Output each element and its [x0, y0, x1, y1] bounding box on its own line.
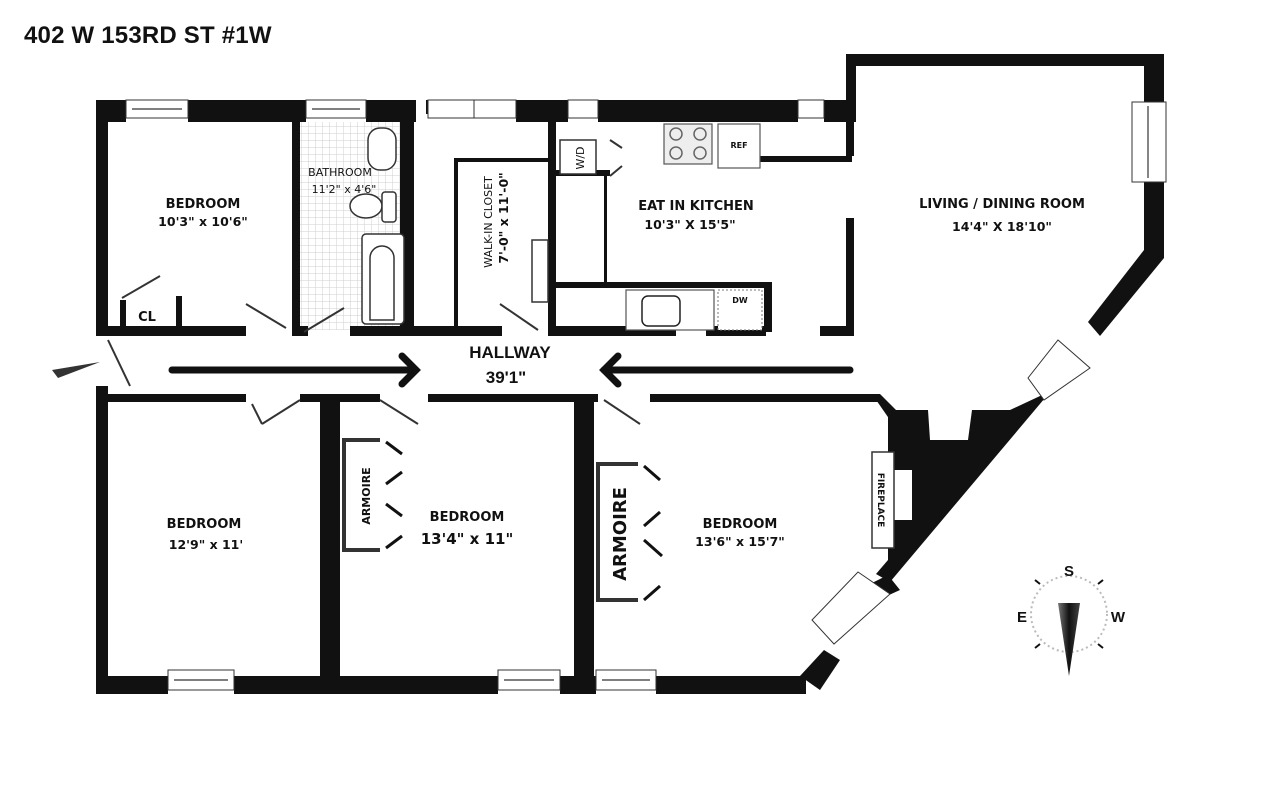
- compass-east: E: [1017, 609, 1027, 626]
- compass-west: W: [1111, 609, 1126, 626]
- bathroom-dims: 11'2" x 4'6": [312, 183, 377, 196]
- compass-south: S: [1064, 563, 1074, 580]
- fireplace-label: FIREPLACE: [875, 473, 885, 528]
- living-dims: 14'4" X 18'10": [952, 219, 1052, 234]
- kitchen-appliances: [559, 123, 763, 331]
- bedroom-se-dims: 13'6" x 15'7": [695, 534, 785, 549]
- refrigerator-icon: [717, 123, 761, 169]
- washer-dryer-label: W/D: [574, 146, 587, 169]
- armoire-2-label: ARMOIRE: [610, 487, 631, 581]
- bathroom-name: BATHROOM: [308, 166, 372, 179]
- hallway-dims: 39'1": [486, 368, 526, 387]
- walkin-closet-dims: 7'-0" x 11'-0": [496, 172, 511, 263]
- bedroom-nw-name: BEDROOM: [166, 197, 241, 212]
- entry-arrow-icon: [52, 362, 100, 378]
- armoire-1-label: ARMOIRE: [360, 467, 373, 524]
- bedroom-sw-name: BEDROOM: [167, 517, 242, 532]
- dishwasher-icon: [717, 289, 763, 331]
- washer-dryer-icon: [559, 139, 597, 175]
- walkin-closet-name: WALK-IN CLOSET: [482, 176, 495, 268]
- windows: [125, 99, 1167, 691]
- bedroom-se-name: BEDROOM: [703, 517, 778, 532]
- dishwasher-label: DW: [732, 296, 748, 305]
- bedroom-nw-dims: 10'3" x 10'6": [158, 214, 248, 229]
- window-sashes: [132, 106, 1149, 681]
- closet-label: CL: [138, 310, 156, 325]
- sink-icon: [641, 295, 681, 327]
- bathroom-fixtures: [349, 127, 405, 325]
- kitchen-name: EAT IN KITCHEN: [638, 199, 754, 214]
- refrigerator-label: REF: [730, 141, 747, 150]
- bedroom-s-name: BEDROOM: [430, 510, 505, 525]
- bedroom-sw-dims: 12'9" x 11': [169, 537, 243, 552]
- living-name: LIVING / DINING ROOM: [919, 197, 1085, 212]
- closet-shelf: [531, 239, 549, 303]
- armoire-doors: [385, 440, 663, 602]
- hallway-arrows: [168, 352, 854, 388]
- listing-address-title: 402 W 153RD ST #1W: [24, 22, 272, 49]
- bedroom-s-dims: 13'4" x 11": [421, 530, 514, 548]
- compass-needle-icon: [1058, 603, 1080, 676]
- armoires: [342, 438, 638, 602]
- fireplace-box: [871, 451, 895, 549]
- hallway-name: HALLWAY: [469, 343, 551, 362]
- compass: S E W: [1017, 563, 1126, 676]
- kitchen-dims: 10'3" X 15'5": [644, 217, 735, 232]
- doors: [107, 139, 641, 425]
